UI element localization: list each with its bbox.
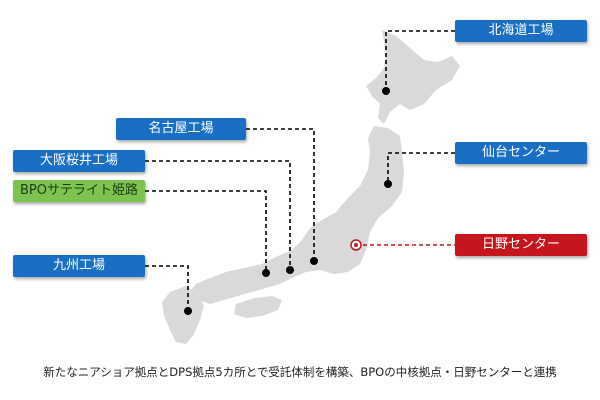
leader-line-sendai	[387, 152, 455, 183]
marker-sendai	[384, 180, 392, 188]
shikoku-island	[234, 296, 282, 318]
label-osaka-sakurai-factory: 大阪桜井工場	[13, 150, 145, 172]
label-hokkaido-factory: 北海道工場	[455, 20, 587, 42]
marker-hino-inner	[354, 243, 358, 247]
hokkaido-island	[366, 30, 460, 124]
kyushu-island	[162, 286, 204, 344]
marker-bpo-himeji	[262, 269, 270, 277]
marker-nagoya	[310, 257, 318, 265]
marker-hokkaido	[382, 87, 390, 95]
label-sendai-center: 仙台センター	[455, 142, 587, 164]
honshu-island	[190, 126, 404, 304]
label-kyushu-factory: 九州工場	[13, 255, 145, 277]
label-nagoya-factory: 名古屋工場	[116, 118, 246, 140]
leader-line-nagoya	[246, 128, 315, 260]
leader-line-bpo	[145, 190, 267, 272]
label-bpo-satellite-himeji: BPOサテライト姫路	[13, 180, 145, 202]
map-caption: 新たなニアショア拠点とDPS拠点5カ所とで受託体制を構築、BPOの中核拠点・日野…	[43, 365, 557, 379]
marker-kyushu	[184, 307, 192, 315]
leader-line-hokkaido	[385, 30, 455, 90]
marker-osaka	[286, 266, 294, 274]
leader-line-kyushu	[145, 265, 189, 310]
leader-line-osaka	[145, 160, 291, 270]
label-hino-center: 日野センター	[455, 234, 587, 256]
